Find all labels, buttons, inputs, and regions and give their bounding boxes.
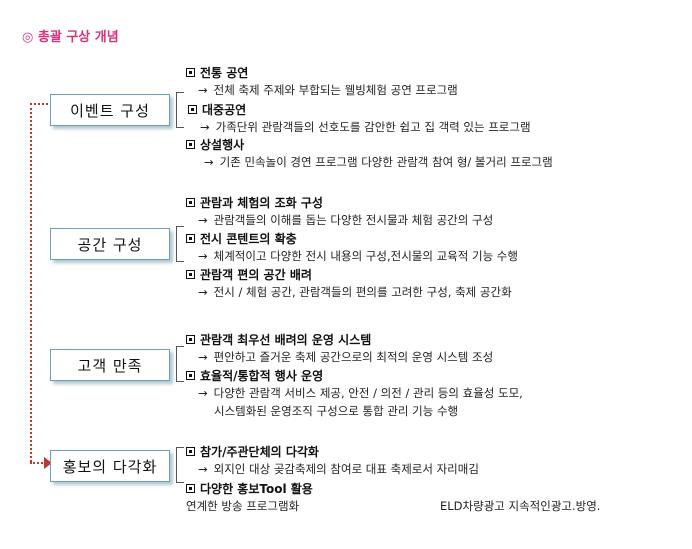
- item-description: →다양한 관람객 서비스 제공, 안전 / 의전 / 관리 등의 효율성 도모,: [198, 386, 523, 400]
- arrow-right-icon: →: [204, 155, 214, 169]
- item-description: →전체 축제 주제와 부합되는 웰빙체험 공연 프로그램: [198, 83, 458, 97]
- checkbox-square-icon: [186, 335, 195, 344]
- item-title: 대중공연: [188, 101, 246, 118]
- item-description: →외지인 대상 곶감축제의 참여로 대표 축제로서 자리매김: [198, 462, 479, 476]
- checkbox-square-icon: [186, 270, 195, 279]
- item-title: 관람객 최우선 배려의 운영 시스템: [186, 331, 371, 348]
- checkbox-square-icon: [186, 234, 195, 243]
- arrow-right-icon: →: [198, 386, 208, 400]
- item-description: →체계적이고 다양한 전시 내용의 구성,전시물의 교육적 기능 수행: [198, 249, 518, 263]
- arrow-right-icon: →: [198, 83, 208, 97]
- checkbox-square-icon: [186, 68, 195, 77]
- dotted-connector-bottom: [30, 462, 46, 464]
- category-box-space: 공간 구성: [50, 228, 170, 260]
- item-description: →전시 / 체험 공간, 관람객들의 편의를 고려한 구성, 축제 공간화: [198, 285, 512, 299]
- checkbox-square-icon: [186, 447, 195, 456]
- checkbox-square-icon: [186, 484, 195, 493]
- item-description: →관람객들의 이해를 돕는 다양한 전시물과 체험 공간의 구성: [198, 213, 494, 227]
- checkbox-square-icon: [188, 105, 197, 114]
- group-bracket: [176, 226, 184, 262]
- arrow-right-icon: →: [198, 213, 208, 227]
- category-label: 이벤트 구성: [70, 101, 150, 120]
- item-title: 관람객 편의 공간 배려: [186, 266, 312, 283]
- item-title: 참가/주관단체의 다각화: [186, 443, 319, 460]
- item-title: 전통 공연: [186, 64, 248, 81]
- category-label: 고객 만족: [77, 356, 143, 375]
- category-label: 공간 구성: [77, 235, 143, 254]
- item-title: 전시 콘텐트의 확충: [186, 230, 297, 247]
- connector-arrowhead-icon: [44, 457, 52, 469]
- item-title: 관람과 체험의 조화 구성: [186, 194, 323, 211]
- arrow-right-icon: →: [200, 120, 210, 134]
- footer-left-text: 연계한 방송 프로그램화: [186, 499, 300, 513]
- item-description: →기존 민속놀이 경연 프로그램 다양한 관람객 참여 형/ 볼거리 프로그램: [204, 155, 553, 169]
- footer-right-text: ELD차량광고 지속적인광고.방영.: [440, 499, 601, 513]
- arrow-right-icon: →: [198, 249, 208, 263]
- category-box-promotion: 홍보의 다각화: [50, 450, 170, 482]
- group-bracket: [176, 92, 184, 128]
- category-box-event: 이벤트 구성: [50, 94, 170, 126]
- arrow-right-icon: →: [198, 462, 208, 476]
- checkbox-square-icon: [186, 371, 195, 380]
- dotted-connector-top: [30, 103, 48, 105]
- item-description-continued: 시스템화된 운영조직 구성으로 통합 관리 기능 수행: [214, 404, 459, 418]
- item-title: 효율적/통합적 행사 운영: [186, 367, 323, 384]
- checkbox-square-icon: [186, 140, 195, 149]
- item-description: →편안하고 즐거운 축제 공간으로의 최적의 운영 시스템 조성: [198, 350, 494, 364]
- arrow-right-icon: →: [198, 350, 208, 364]
- item-title: 상설행사: [186, 136, 244, 153]
- category-label: 홍보의 다각화: [62, 457, 158, 476]
- group-bracket: [176, 346, 184, 382]
- group-bracket: [176, 447, 184, 483]
- category-box-customer: 고객 만족: [50, 349, 170, 381]
- page-heading: ◎ 총괄 구상 개념: [22, 30, 119, 45]
- dotted-connector-line: [30, 103, 34, 462]
- item-description: →가족단위 관람객들의 선호도를 감안한 쉽고 집 객력 있는 프로그램: [200, 120, 531, 134]
- item-title: 다양한 홍보Tool 활용: [186, 480, 313, 497]
- checkbox-square-icon: [186, 198, 195, 207]
- arrow-right-icon: →: [198, 285, 208, 299]
